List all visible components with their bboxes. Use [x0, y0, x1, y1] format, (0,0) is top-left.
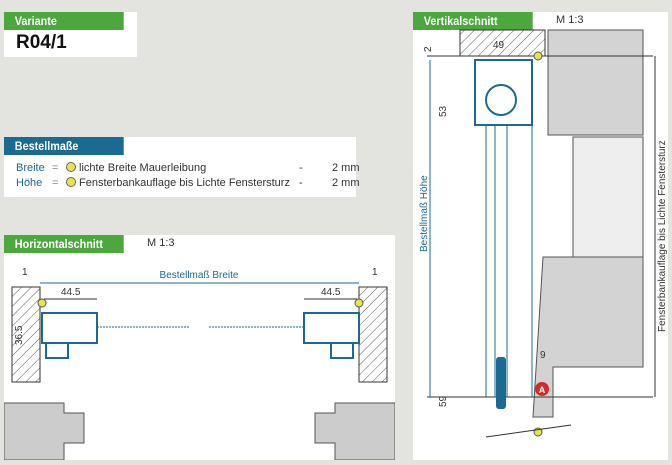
marker-a-label: A	[539, 385, 546, 395]
window-frame-bottom	[532, 256, 644, 418]
right-dimension-label: Fensterbankauflage bis Lichte Fensterstu…	[657, 140, 668, 332]
left-depth-label: 44.5	[61, 287, 81, 298]
variante-value: R04/1	[16, 32, 67, 53]
left-guide-rail	[41, 312, 98, 359]
left-gap-label: 1	[22, 267, 28, 278]
window-frame-top	[547, 29, 644, 136]
variante-panel: Variante R04/1	[4, 12, 137, 57]
reference-point-icon	[533, 51, 543, 61]
box-width-label: 49	[493, 40, 505, 51]
right-guide-rail	[303, 312, 360, 359]
roller-shaft	[485, 84, 517, 116]
vertical-scale: M 1:3	[556, 14, 584, 26]
vertical-section-drawing: Bestellmaß Höhe Fensterbankauflage bis L…	[419, 29, 668, 438]
breite-desc: lichte Breite Mauerleibung	[79, 162, 207, 174]
horizontal-scale: M 1:3	[147, 237, 175, 249]
right-window-frame	[314, 402, 395, 460]
equals: =	[52, 177, 59, 189]
bestellmasse-panel: Bestellmaße Breite = lichte Breite Mauerle…	[4, 137, 360, 197]
minus: -	[299, 162, 303, 174]
breite-row: Breite = lichte Breite Mauerleibung - 2 mm	[16, 162, 360, 174]
horizontalschnitt-header: Horizontalschnitt	[4, 235, 124, 253]
box-height-label: 53	[438, 105, 449, 117]
reference-point-icon	[66, 162, 76, 172]
reference-point-icon	[37, 298, 47, 308]
height-dimension-label: Bestellmaß Höhe	[419, 175, 430, 252]
right-gap-label: 1	[372, 267, 378, 278]
equals: =	[52, 162, 59, 174]
side-dimension-label: 36.5	[14, 325, 25, 345]
breite-label: Breite	[16, 162, 45, 174]
top-gap-label: 2	[423, 46, 434, 52]
reference-point-icon	[66, 177, 76, 187]
hoehe-label: Höhe	[16, 177, 43, 189]
right-depth-label: 44.5	[321, 287, 341, 298]
right-wall	[358, 286, 388, 383]
horizontal-section-drawing: Bestellmaß Breite 1 1 44.5 44.5 36.5	[4, 267, 395, 460]
minus: -	[299, 177, 303, 189]
breite-value: 2 mm	[332, 162, 360, 174]
marker-a-icon	[535, 382, 549, 396]
hoehe-value: 2 mm	[332, 177, 360, 189]
left-window-frame	[4, 402, 85, 460]
bestellmasse-header: Bestellmaße	[4, 137, 124, 155]
reference-point-icon	[354, 298, 364, 308]
hoehe-desc: Fensterbankauflage bis Lichte Fensterstu…	[79, 177, 290, 189]
vertikalschnitt-header: Vertikalschnitt	[413, 12, 533, 30]
vertikalschnitt-panel: Vertikalschnitt M 1:3 Bestellmaß Höhe Fe…	[413, 12, 668, 460]
hoehe-row: Höhe = Fensterbankauflage bis Lichte Fenst…	[16, 177, 360, 189]
horizontalschnitt-panel: Horizontalschnitt M 1:3 Bestellmaß Breit…	[4, 235, 395, 460]
offset-label: 9	[540, 350, 546, 361]
bottom-height-label: 59	[438, 395, 449, 407]
variante-header: Variante	[4, 12, 124, 30]
left-wall	[11, 286, 41, 383]
bottom-rail	[496, 357, 506, 409]
width-dimension-label: Bestellmaß Breite	[160, 270, 239, 281]
